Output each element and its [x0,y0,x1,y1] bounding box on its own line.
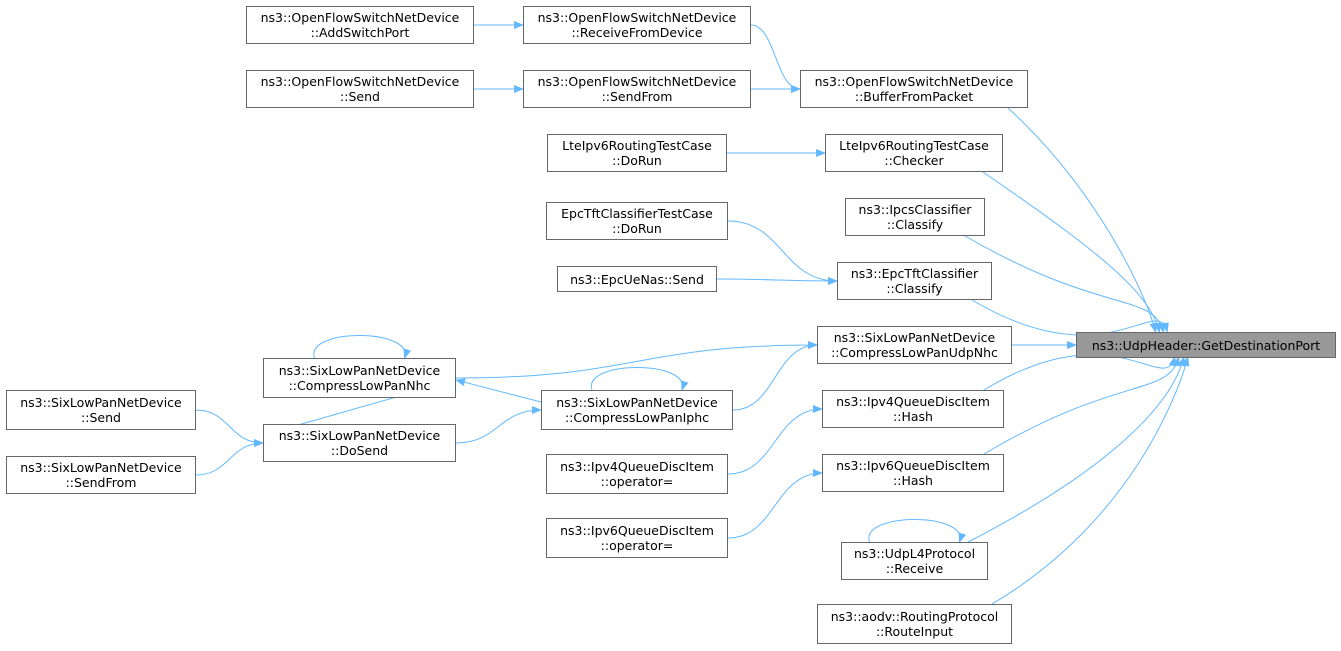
node-label-line: ns3::UdpL4Protocol [853,546,976,561]
node-label-line: EpcTftClassifierTestCase [561,206,713,221]
graph-node-target: ns3::UdpHeader::GetDestinationPort [1076,332,1336,358]
call-edge-sixlow-dosend-to-sixlow-iphc [455,406,542,444]
graph-node-lte-checker[interactable]: LteIpv6RoutingTestCase::Checker [825,134,1003,172]
node-label-line: ns3::Ipv6QueueDiscItem [560,523,714,538]
node-label-line: ::Hash [893,473,933,488]
node-label-line: ::Hash [893,409,933,424]
graph-node-ofs-add-port[interactable]: ns3::OpenFlowSwitchNetDevice::AddSwitchP… [246,6,474,44]
node-label-line: ns3::OpenFlowSwitchNetDevice [814,74,1014,89]
call-edge-epctft-dorun-to-epctft-classify [727,220,838,285]
graph-node-sixlow-udpnhc[interactable]: ns3::SixLowPanNetDevice::CompressLowPanU… [817,326,1012,364]
call-edge-lte-checker-to-target [982,171,1162,333]
node-label-line: ns3::OpenFlowSwitchNetDevice [537,10,737,25]
node-label-line: ns3::SixLowPanNetDevice [278,428,441,443]
node-label-line: ::Checker [884,153,944,168]
node-label-line: ::BufferFromPacket [854,89,974,104]
graph-node-ipv6-hash[interactable]: ns3::Ipv6QueueDiscItem::Hash [822,454,1004,492]
graph-node-epctft-dorun[interactable]: EpcTftClassifierTestCase::DoRun [546,202,728,240]
graph-node-ofs-buffer[interactable]: ns3::OpenFlowSwitchNetDevice::BufferFrom… [800,70,1028,108]
graph-node-epcue-send[interactable]: ns3::EpcUeNas::Send [557,266,717,292]
node-label-line: ns3::OpenFlowSwitchNetDevice [260,74,460,89]
call-edge-udpl4-receive-to-udpl4-receive [868,519,967,543]
call-edge-ipv6-op-to-ipv6-hash [727,469,823,539]
call-edge-ofs-buffer-to-target [1007,107,1158,333]
node-label-line: ns3::UdpHeader::GetDestinationPort [1091,337,1321,353]
node-label-line: ::operator= [600,474,674,489]
node-label-line: ::Send [340,89,380,104]
node-label-line: ::Send [81,410,121,425]
node-label-line: LteIpv6RoutingTestCase [562,138,712,153]
graph-node-udpl4-receive[interactable]: ns3::UdpL4Protocol::Receive [841,542,988,580]
node-label-line: ::CompressLowPanIphc [564,410,710,425]
call-edge-sixlow-nhc-to-sixlow-nhc [313,335,412,359]
node-label-line: ns3::SixLowPanNetDevice [833,330,996,345]
node-label-line: ::operator= [600,538,674,553]
call-edge-sixlow-iphc-to-sixlow-udpnhc [732,341,818,411]
node-label-line: ::Classify [886,281,943,296]
node-label-line: ns3::IpcsClassifier [858,202,972,217]
call-edge-aodv-route-to-target [991,356,1190,605]
call-edge-sixlow-nhc-to-sixlow-udpnhc [455,341,818,379]
node-label-line: ::DoRun [612,221,662,236]
graph-node-sixlow-send[interactable]: ns3::SixLowPanNetDevice::Send [6,390,196,430]
graph-node-ofs-send[interactable]: ns3::OpenFlowSwitchNetDevice::Send [246,70,474,108]
node-label-line: LteIpv6RoutingTestCase [839,138,989,153]
call-edge-ipcs-classify-to-target [964,235,1166,333]
call-edge-ipv4-op-to-ipv4-hash [727,405,823,475]
call-edge-ipv6-hash-to-target [983,356,1181,455]
graph-node-sixlow-iphc[interactable]: ns3::SixLowPanNetDevice::CompressLowPanI… [541,390,733,430]
call-edge-sixlow-iphc-to-sixlow-iphc [591,367,689,391]
node-label-line: ::Receive [885,561,944,576]
node-label-line: ns3::EpcTftClassifier [850,266,979,281]
graph-node-sixlow-dosend[interactable]: ns3::SixLowPanNetDevice::DoSend [263,424,456,462]
graph-node-ipcs-classify[interactable]: ns3::IpcsClassifier::Classify [845,198,985,236]
graph-node-sixlow-nhc[interactable]: ns3::SixLowPanNetDevice::CompressLowPanN… [263,358,456,398]
node-label-line: ::ReceiveFromDevice [571,25,703,40]
graph-node-ofs-recv-dev[interactable]: ns3::OpenFlowSwitchNetDevice::ReceiveFro… [523,6,751,44]
node-label-line: ::Classify [886,217,944,232]
node-label-line: ns3::Ipv4QueueDiscItem [836,394,990,409]
node-label-line: ns3::Ipv4QueueDiscItem [560,459,714,474]
node-label-line: ns3::SixLowPanNetDevice [20,460,182,475]
node-label-line: ::SendFrom [601,89,673,104]
call-edge-ipv4-hash-to-target [983,354,1177,391]
node-label-line: ::CompressLowPanUdpNhc [831,345,998,360]
call-edge-epcue-send-to-epctft-classify [716,276,838,285]
node-label-line: ns3::EpcUeNas::Send [570,271,704,287]
node-label-line: ::DoSend [330,443,389,458]
node-label-line: ::RouteInput [875,624,954,639]
graph-node-ofs-sendfrom[interactable]: ns3::OpenFlowSwitchNetDevice::SendFrom [523,70,751,108]
node-label-line: ns3::SixLowPanNetDevice [556,395,718,410]
graph-node-epctft-classify[interactable]: ns3::EpcTftClassifier::Classify [837,262,992,300]
graph-node-aodv-route[interactable]: ns3::aodv::RoutingProtocol::RouteInput [817,604,1012,644]
graph-node-sixlow-sendfrom[interactable]: ns3::SixLowPanNetDevice::SendFrom [6,456,196,494]
node-label-line: ns3::OpenFlowSwitchNetDevice [260,10,460,25]
call-edge-sixlow-iphc-to-sixlow-nhc [455,378,542,403]
node-label-line: ns3::Ipv6QueueDiscItem [836,458,990,473]
graph-node-ipv4-hash[interactable]: ns3::Ipv4QueueDiscItem::Hash [822,390,1004,428]
graph-node-ipv6-op[interactable]: ns3::Ipv6QueueDiscItem::operator= [546,518,728,558]
graph-node-ipv4-op[interactable]: ns3::Ipv4QueueDiscItem::operator= [546,454,728,494]
node-label-line: ::SendFrom [65,475,137,490]
node-label-line: ns3::aodv::RoutingProtocol [830,609,999,624]
call-edge-epctft-classify-to-target [971,299,1169,336]
node-label-line: ::AddSwitchPort [310,25,410,40]
node-label-line: ::DoRun [612,153,662,168]
call-edge-udpl4-receive-to-target [967,356,1186,543]
call-edge-sixlow-sendfrom-to-sixlow-dosend [195,439,264,476]
node-label-line: ::CompressLowPanNhc [288,378,431,393]
node-label-line: ns3::SixLowPanNetDevice [278,363,441,378]
graph-node-lte-dorun[interactable]: LteIpv6RoutingTestCase::DoRun [547,134,727,172]
node-label-line: ns3::OpenFlowSwitchNetDevice [537,74,737,89]
node-label-line: ns3::SixLowPanNetDevice [20,395,182,410]
call-edge-sixlow-send-to-sixlow-dosend [195,409,264,447]
